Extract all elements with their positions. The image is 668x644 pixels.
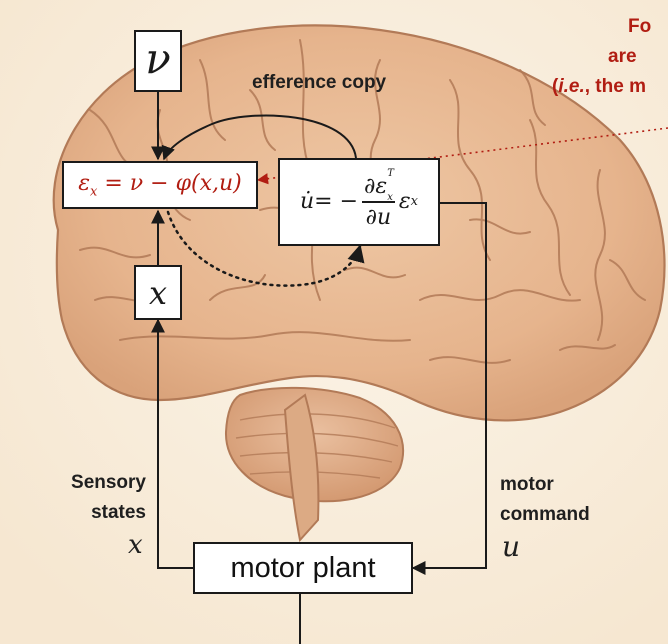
motor-plant-box: motor plant	[193, 542, 413, 594]
callout-line-3: (i.e., the m	[552, 76, 646, 98]
sensory-line-2: states	[40, 498, 146, 528]
prediction-error-box: εx = ν − φ(x,u)	[62, 161, 258, 209]
tail-subscript: x	[411, 194, 418, 209]
motor-command-label: motor command	[500, 470, 590, 530]
sensory-line-1: Sensory	[40, 468, 146, 498]
sensory-variable: x	[128, 530, 143, 560]
callout-ie: i.e.	[558, 76, 584, 97]
error-rhs: = ν − φ(x,u)	[97, 171, 241, 196]
x-symbol: x	[149, 277, 167, 309]
equals-minus: = −	[314, 189, 358, 214]
numerator-superscript: T	[387, 168, 394, 179]
v-box: ν	[134, 30, 182, 92]
prediction-error-equation: εx = ν − φ(x,u)	[78, 171, 242, 199]
efference-copy-label: efference copy	[252, 72, 386, 94]
tail-epsilon: ε	[399, 189, 411, 214]
callout-line-1: Fo	[628, 16, 651, 38]
efference-copy-arc	[164, 115, 356, 159]
motor-line-1: motor	[500, 470, 590, 500]
v-symbol: ν	[145, 38, 171, 80]
arrow-sensory-states	[158, 320, 193, 568]
u-dot: u̇	[300, 189, 314, 214]
motor-variable: u	[502, 530, 520, 563]
sensory-states-label: Sensory states	[40, 468, 146, 528]
epsilon-symbol: ε	[78, 171, 90, 196]
x-box: x	[134, 265, 182, 320]
callout-line-2: are	[608, 46, 637, 68]
fraction-denominator: ∂u	[366, 203, 392, 230]
numerator-subscript: x	[387, 192, 393, 203]
motor-line-2: command	[500, 500, 590, 530]
motor-plant-label: motor plant	[230, 552, 375, 585]
arrow-motor-command	[413, 203, 486, 568]
